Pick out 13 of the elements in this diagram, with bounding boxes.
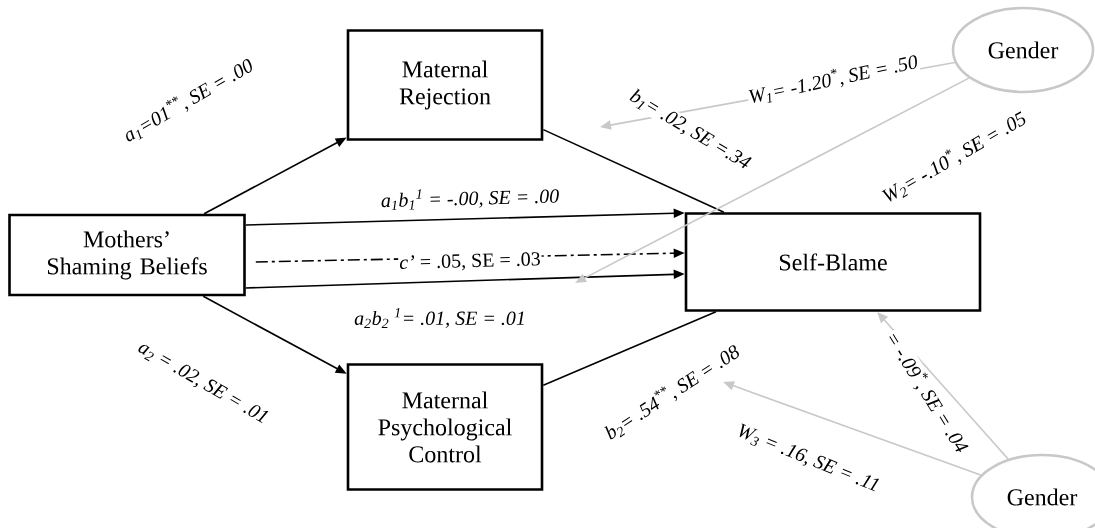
edge-label: W$_{3}$ = .16, SE = .11	[733, 421, 883, 497]
edge-label: a$_{1}$b$_{1}$$^{1}$ = -.00, SE = .00	[379, 184, 561, 212]
variable-box: Maternal Psychological Control	[346, 363, 544, 491]
edge-label: W$_{2}$= -.10$^{*}$, SE = .05	[877, 106, 1031, 208]
edge-label: = -.09$^{*}$, SE = .04	[880, 326, 974, 458]
edge-label: W$_{1}$= -1.20$^{*}$, SE = .50	[745, 50, 921, 108]
variable-box: Mothers’ Shaming Beliefs	[8, 213, 246, 297]
edge-label: c’ = .05, SE = .03	[398, 250, 542, 274]
edge-label: a$_{2}$ = .02, SE = .01	[134, 337, 272, 429]
edge-label: a$_{2}$b$_{2}$ $^{1}$= .01, SE = .01	[353, 307, 527, 329]
edge-label: a$_{1}$=01$^{**}$, SE = .00	[118, 53, 258, 147]
variable-box: Maternal Rejection	[346, 29, 544, 141]
variable-box: Self-Blame	[684, 212, 982, 312]
